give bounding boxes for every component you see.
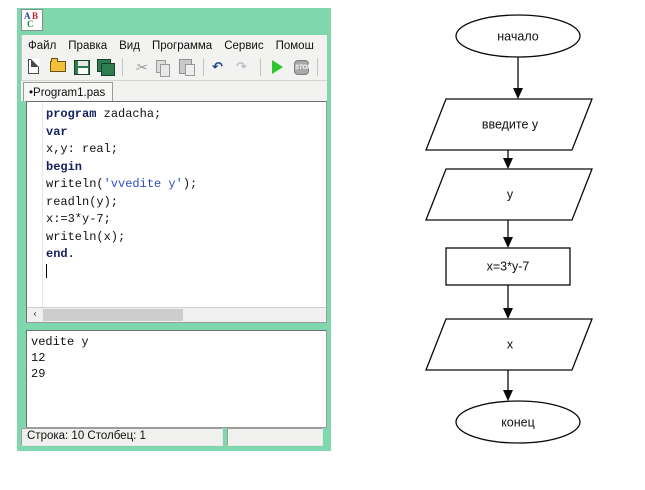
- code-token: x:=3*y-7;: [46, 212, 111, 226]
- flowchart: начало введите y y x=3*y-7 x: [400, 0, 645, 490]
- code-token: writeln(x);: [46, 229, 126, 244]
- console-line: 12: [31, 351, 46, 365]
- tab-program1-pas[interactable]: •Program1.pas: [23, 82, 114, 101]
- code-line: x:=3*y-7;: [46, 211, 322, 229]
- toolbar-separator-1: [122, 58, 123, 76]
- flowchart-node-prompt: [425, 98, 593, 151]
- text-caret: [46, 263, 47, 278]
- copy-icon[interactable]: [152, 56, 174, 79]
- toolbar: ✂ ↶ ↷ STOP: [21, 54, 327, 81]
- scroll-left-arrow-icon[interactable]: ‹: [33, 309, 37, 320]
- status-line-column: Строка: 10 Столбец: 1: [21, 428, 223, 446]
- menu-item-view[interactable]: Вид: [119, 40, 140, 52]
- console-line: 29: [31, 367, 46, 381]
- code-token: var: [46, 124, 68, 139]
- code-line-caret: [46, 263, 322, 283]
- code-line: readln(y);: [46, 194, 322, 212]
- flowchart-arrowhead-2: [503, 158, 513, 169]
- flowchart-label-end: конец: [501, 415, 535, 429]
- code-token: writeln(: [46, 177, 104, 191]
- code-token: );: [182, 177, 198, 191]
- paste-icon[interactable]: [176, 56, 198, 79]
- stop-glyph: STOP: [294, 60, 311, 75]
- new-file-icon[interactable]: [23, 56, 45, 79]
- save-all-icon[interactable]: [95, 56, 117, 79]
- redo-icon[interactable]: ↷: [233, 56, 255, 79]
- code-line: writeln('vvedite y');: [46, 176, 322, 194]
- code-token: end.: [46, 247, 75, 261]
- code-line: var: [46, 124, 322, 142]
- cut-glyph: ✂: [135, 59, 147, 75]
- stop-icon[interactable]: STOP: [290, 56, 312, 79]
- editor-gutter: [27, 102, 43, 322]
- status-bar: Строка: 10 Столбец: 1: [21, 428, 327, 446]
- undo-glyph: ↶: [212, 60, 223, 75]
- undo-icon[interactable]: ↶: [209, 56, 231, 79]
- code-token: program: [46, 107, 97, 121]
- flowchart-node-input: [425, 168, 593, 221]
- code-token: begin: [46, 159, 83, 174]
- menu-bar: Файл Правка Вид Программа Сервис Помош: [21, 35, 327, 54]
- flowchart-label-calc: x=3*y-7: [487, 259, 530, 273]
- flowchart-label-output: x: [507, 337, 514, 351]
- flowchart-node-end: [455, 400, 581, 444]
- menu-item-edit[interactable]: Правка: [68, 40, 108, 52]
- cut-icon[interactable]: ✂: [128, 56, 150, 79]
- save-icon[interactable]: [71, 56, 93, 79]
- run-icon[interactable]: [266, 56, 288, 79]
- status-panel-secondary: [227, 428, 323, 446]
- code-line: program zadacha;: [46, 106, 322, 124]
- scrollbar-thumb[interactable]: [43, 309, 183, 321]
- flowchart-arrowhead-5: [503, 390, 513, 401]
- code-line: x,y: real;: [46, 141, 322, 159]
- flowchart-node-output: [425, 318, 593, 371]
- code-token: zadacha;: [96, 107, 162, 121]
- toolbar-separator-3: [260, 58, 261, 76]
- code-line: begin: [46, 159, 322, 177]
- flowchart-node-calc: [445, 247, 571, 286]
- flowchart-arrowhead-3: [503, 237, 513, 248]
- flowchart-arrowhead-4: [503, 308, 513, 319]
- flowchart-arrowhead-1: [513, 88, 523, 99]
- output-console[interactable]: vedite y 12 29: [26, 330, 327, 428]
- flowchart-label-start: начало: [497, 29, 538, 43]
- code-line: end.: [46, 246, 322, 264]
- tab-strip: •Program1.pas: [21, 81, 327, 101]
- open-file-icon[interactable]: [47, 56, 69, 79]
- redo-glyph: ↷: [236, 60, 247, 75]
- code-line: writeln(x);: [46, 229, 322, 247]
- menu-item-program[interactable]: Программа: [151, 40, 213, 52]
- flowchart-label-prompt: введите y: [482, 117, 539, 131]
- menu-item-service[interactable]: Сервис: [224, 40, 264, 52]
- code-token: 'vvedite y': [103, 177, 183, 191]
- console-line: vedite y: [31, 335, 89, 349]
- menu-item-file[interactable]: Файл: [28, 40, 57, 52]
- code-token: x,y: real;: [46, 142, 119, 156]
- menu-item-help[interactable]: Помош: [275, 40, 314, 52]
- editor-horizontal-scrollbar[interactable]: ‹: [27, 307, 326, 322]
- code-token: readln(y);: [46, 194, 119, 209]
- toolbar-separator-2: [203, 58, 204, 76]
- toolbar-separator-4: [317, 58, 318, 76]
- console-output-text: vedite y 12 29: [31, 334, 89, 382]
- flowchart-label-input: y: [507, 187, 514, 201]
